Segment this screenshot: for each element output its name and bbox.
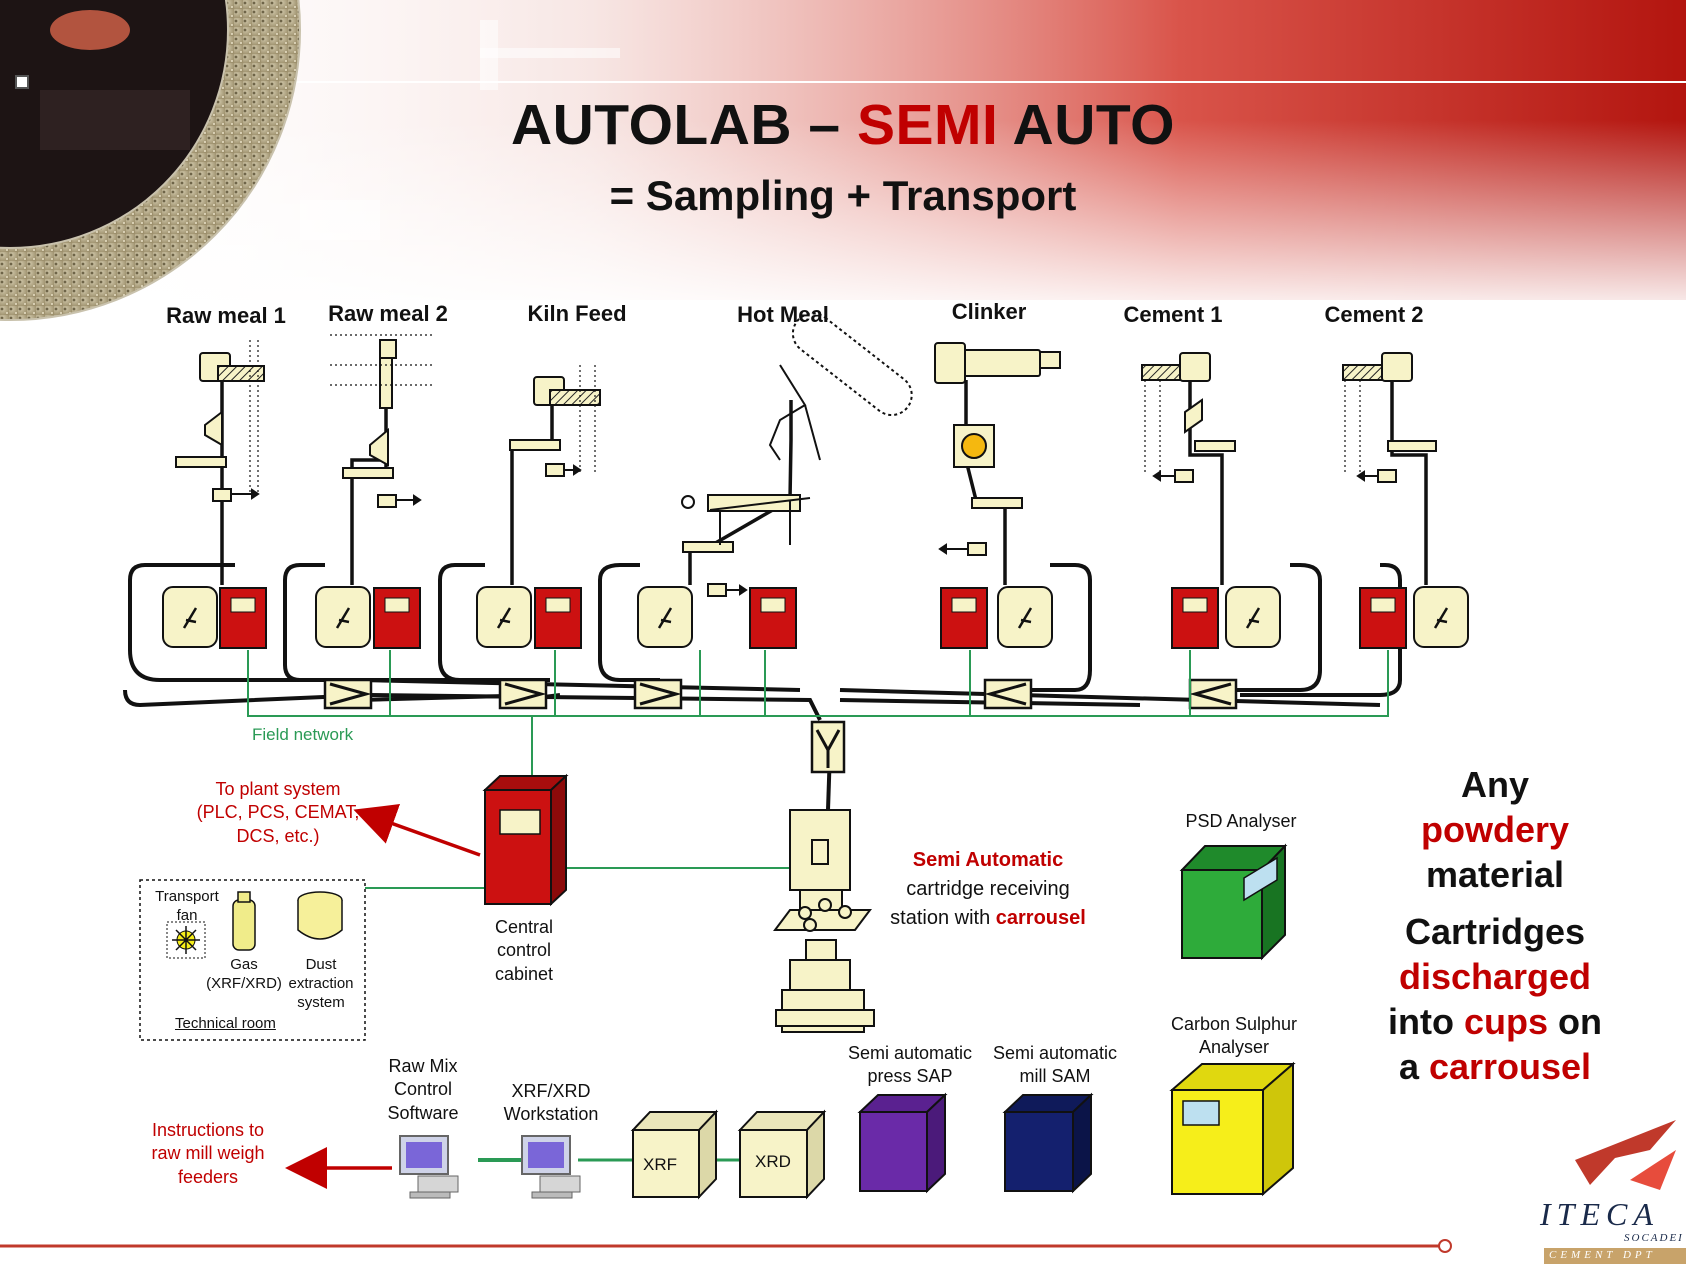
station-label: Semi Automatic cartridge receiving stati…: [890, 849, 1086, 929]
sampler-lines: [220, 363, 1428, 585]
receiver-cement-1: [1171, 586, 1281, 649]
source-label-cement-1: Cement 1: [1123, 302, 1223, 327]
xrf-label: XRF: [643, 1155, 677, 1174]
hot-meal-conveyor: [681, 312, 913, 545]
page-title: AUTOLAB – SEMI AUTO: [510, 93, 1176, 157]
logo-sub1: SOCADEI: [1624, 1232, 1684, 1244]
header-banner: [0, 0, 1686, 320]
dust-extraction-icon: [297, 891, 343, 940]
press-sap: [857, 1092, 948, 1194]
receiver-raw-meal-2: [315, 586, 421, 649]
xrf-box: [630, 1109, 719, 1200]
junction-marks: [329, 682, 1232, 768]
source-label-raw-meal-1: Raw meal 1: [166, 303, 286, 328]
computer-rawmix-icon: [399, 1135, 459, 1199]
source-label-kiln-feed: Kiln Feed: [527, 301, 627, 326]
samplers: [175, 339, 1437, 597]
psd-analyser-label: PSD Analyser: [1185, 811, 1297, 831]
gas-bottle-icon: [232, 891, 256, 951]
receiver-kiln-feed: [476, 586, 582, 649]
plant-system-label: To plant system (PLC, PCS, CEMAT, DCS, e…: [196, 779, 360, 846]
central-control-cabinet: [482, 773, 569, 907]
technical-room-label: Technical room: [175, 1015, 276, 1032]
ejection-arrows: [231, 464, 1378, 596]
computer-workstation-icon: [521, 1135, 581, 1199]
cartridge-glyphs: [182, 607, 1449, 629]
receiving-station: [773, 809, 875, 1033]
right-summary-text: Any powdery material Cartridges discharg…: [1388, 764, 1602, 1087]
logo-sub2: CEMENT DPT: [1549, 1249, 1656, 1261]
pipe-junctions: [323, 678, 1238, 774]
receiver-raw-meal-1: [162, 586, 267, 649]
transport-fan-icon: [166, 921, 206, 959]
footer-dot: [1438, 1239, 1452, 1253]
receiver-clinker: [940, 586, 1053, 649]
source-label-clinker: Clinker: [951, 299, 1027, 324]
wall-lines: [249, 334, 1361, 495]
xrd-label: XRD: [755, 1152, 791, 1171]
plant-system-arrow: [353, 804, 481, 857]
iteca-logo: [1544, 1120, 1686, 1264]
xrd-box: [737, 1109, 827, 1200]
corner-photo: [0, 0, 301, 321]
receiver-cement-2: [1359, 586, 1469, 649]
field-network-label: Field network: [252, 725, 354, 744]
carbon-sulphur-analyser: [1169, 1061, 1296, 1197]
source-label-raw-meal-2: Raw meal 2: [328, 301, 448, 326]
page-subtitle: = Sampling + Transport: [609, 172, 1077, 219]
psd-analyser: [1179, 843, 1288, 961]
logo-brand: ITECA: [1540, 1196, 1659, 1232]
gas-label: Gas(XRF/XRD): [206, 956, 282, 992]
source-label-cement-2: Cement 2: [1324, 302, 1424, 327]
mill-sam: [1002, 1092, 1094, 1194]
technical-room: [139, 879, 366, 1041]
receivers: [162, 586, 1469, 649]
source-label-hot-meal: Hot Meal: [737, 302, 829, 327]
